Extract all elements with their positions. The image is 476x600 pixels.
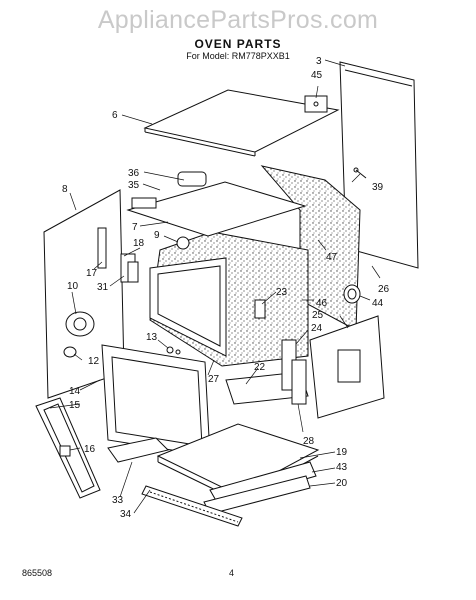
callout-label: 10 xyxy=(67,281,79,292)
model-subtitle: For Model: RM778PXXB1 xyxy=(186,51,290,61)
grommet-part xyxy=(343,284,361,304)
callout-label: 45 xyxy=(311,70,323,81)
callout-label: 43 xyxy=(336,462,348,473)
callout-label: 7 xyxy=(132,222,138,233)
callout-label: 19 xyxy=(336,447,348,458)
page-number: 4 xyxy=(229,568,235,578)
top-panel-part xyxy=(143,89,340,153)
top-plate-part xyxy=(126,181,307,237)
callout-label: 46 xyxy=(316,298,328,309)
callout-label: 12 xyxy=(88,356,100,367)
callout-label: 17 xyxy=(86,268,98,279)
callout-label: 35 xyxy=(128,180,140,191)
callout-label: 33 xyxy=(112,495,124,506)
screw-part xyxy=(353,167,367,179)
callout-label: 36 xyxy=(128,168,140,179)
callout-label: 6 xyxy=(112,110,118,121)
callout-label: 18 xyxy=(133,238,145,249)
bracket-part xyxy=(304,95,328,113)
page-title: OVEN PARTS xyxy=(194,37,282,51)
small-plate-part xyxy=(254,299,266,319)
callout-label: 27 xyxy=(208,374,220,385)
light-assembly-part xyxy=(65,311,95,337)
callout-labels: 3 45 6 39 36 35 8 7 9 18 17 31 10 47 26 … xyxy=(62,56,390,520)
callout-label: 47 xyxy=(326,252,338,263)
callout-label: 8 xyxy=(62,184,68,195)
callout-label: 16 xyxy=(84,444,96,455)
callout-label: 22 xyxy=(254,362,266,373)
vent-part xyxy=(107,437,169,463)
callout-label: 15 xyxy=(69,400,81,411)
callout-label: 26 xyxy=(378,284,390,295)
element-part xyxy=(176,236,190,250)
callout-label: 24 xyxy=(311,323,323,334)
callout-label: 3 xyxy=(316,56,322,67)
callout-label: 25 xyxy=(312,310,324,321)
callout-label: 39 xyxy=(372,182,384,193)
callout-label: 13 xyxy=(146,332,158,343)
callout-label: 9 xyxy=(154,230,160,241)
callout-label: 34 xyxy=(120,509,132,520)
callout-label: 31 xyxy=(97,282,109,293)
doc-number: 865508 xyxy=(22,568,53,578)
watermark: AppliancePartsPros.com xyxy=(97,6,379,34)
hinge-part xyxy=(97,227,107,269)
bottom-panel-part xyxy=(156,423,320,495)
callout-label: 28 xyxy=(303,436,315,447)
callout-label: 20 xyxy=(336,478,348,489)
callout-label: 23 xyxy=(276,287,288,298)
callout-label: 14 xyxy=(69,386,81,397)
callout-label: 44 xyxy=(372,298,384,309)
screw-13-part xyxy=(166,346,174,354)
